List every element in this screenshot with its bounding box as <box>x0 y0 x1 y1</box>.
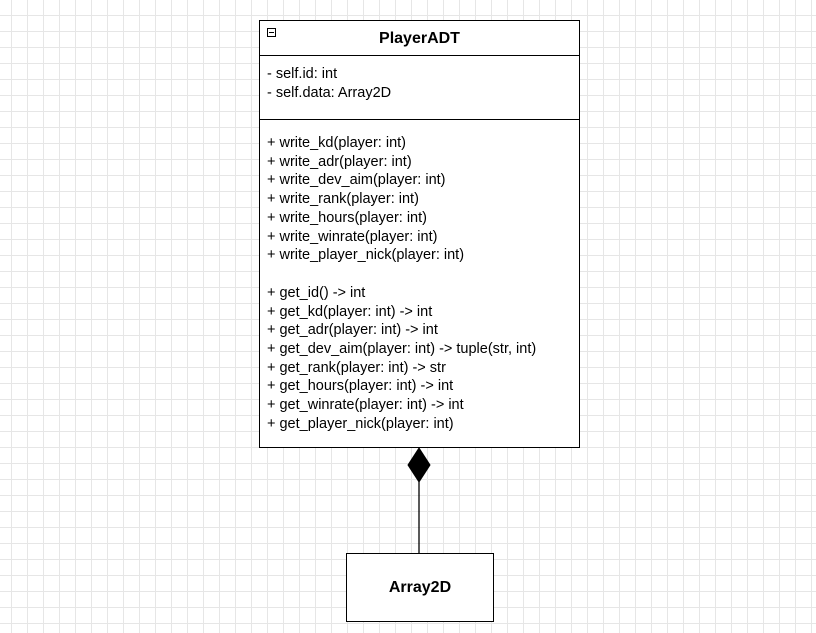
collapse-icon[interactable] <box>267 28 276 37</box>
method: + write_player_nick(player: int) <box>267 247 465 264</box>
method: + get_adr(player: int) -> int <box>267 322 438 339</box>
method: + get_player_nick(player: int) <box>267 415 454 432</box>
method: + write_hours(player: int) <box>267 209 427 226</box>
method: + write_rank(player: int) <box>267 191 419 208</box>
method: + write_adr(player: int) <box>267 153 412 170</box>
method: + write_winrate(player: int) <box>267 228 438 245</box>
attribute: - self.id: int <box>267 66 338 82</box>
class-header: PlayerADT <box>260 21 579 56</box>
class-name: PlayerADT <box>379 30 460 47</box>
method: + get_kd(player: int) -> int <box>267 303 433 320</box>
attributes-compartment[interactable]: - self.id: int - self.data: Array2D <box>260 56 579 120</box>
player-adt-class[interactable]: PlayerADT - self.id: int - self.data: Ar… <box>259 20 580 448</box>
composition-diamond-icon <box>407 447 431 483</box>
method: + get_hours(player: int) -> int <box>267 378 454 395</box>
method: + write_kd(player: int) <box>267 135 407 151</box>
operations-compartment[interactable]: + write_kd(player: int) + write_adr(play… <box>260 120 579 434</box>
method: + get_rank(player: int) -> str <box>267 359 446 376</box>
method: + get_winrate(player: int) -> int <box>267 397 464 414</box>
method: + write_dev_aim(player: int) <box>267 172 446 189</box>
method: + get_dev_aim(player: int) -> tuple(str,… <box>267 341 537 358</box>
class-name: Array2D <box>388 578 452 596</box>
array2d-class[interactable]: Array2D <box>346 553 494 622</box>
method: + get_id() -> int <box>267 284 366 301</box>
attribute: - self.data: Array2D <box>267 84 392 101</box>
